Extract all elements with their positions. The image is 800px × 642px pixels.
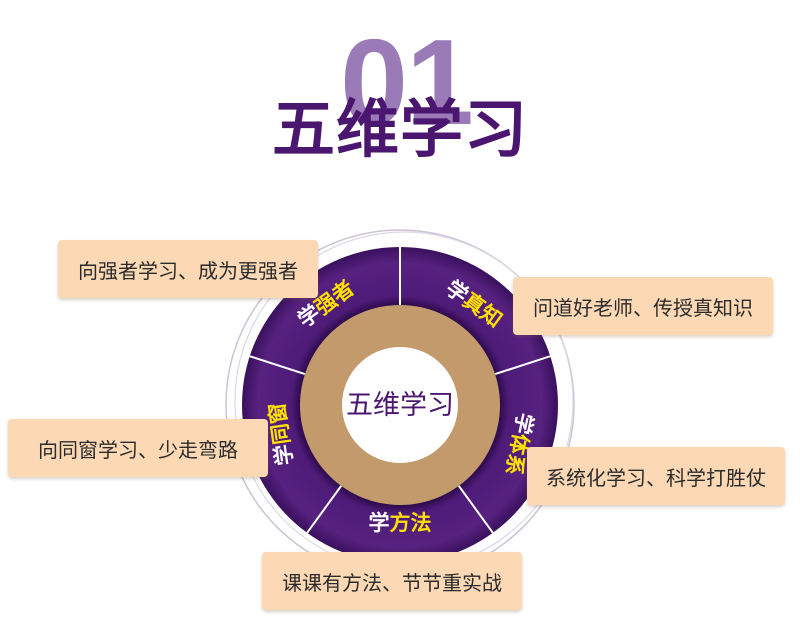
segment-prefix: 学 xyxy=(369,511,390,535)
callout-classmates: 向同窗学习、少走弯路 xyxy=(8,419,268,477)
center-disc xyxy=(342,347,458,463)
segment-label-classmates: 学同窗 xyxy=(264,401,297,467)
callout-strong: 向强者学习、成为更强者 xyxy=(58,240,318,298)
divider-line xyxy=(457,485,494,534)
section-title: 五维学习 xyxy=(272,95,528,165)
callout-knowledge: 问道好老师、传授真知识 xyxy=(513,277,773,335)
section-number: 01 xyxy=(340,14,474,150)
segment-prefix: 学 xyxy=(270,443,297,467)
divider-line xyxy=(306,485,343,534)
segment-prefix: 学 xyxy=(510,411,538,437)
callout-system: 系统化学习、科学打胜仗 xyxy=(527,447,785,505)
callout-method: 课课有方法、节节重实战 xyxy=(262,552,522,610)
divider-line xyxy=(249,355,306,376)
segment-highlight: 方法 xyxy=(390,511,432,535)
center-label: 五维学习 xyxy=(346,390,454,420)
segment-label-method: 学方法 xyxy=(369,511,432,535)
divider-line xyxy=(494,355,551,376)
segment-dividers xyxy=(249,247,551,534)
segment-highlight: 同窗 xyxy=(264,401,294,446)
